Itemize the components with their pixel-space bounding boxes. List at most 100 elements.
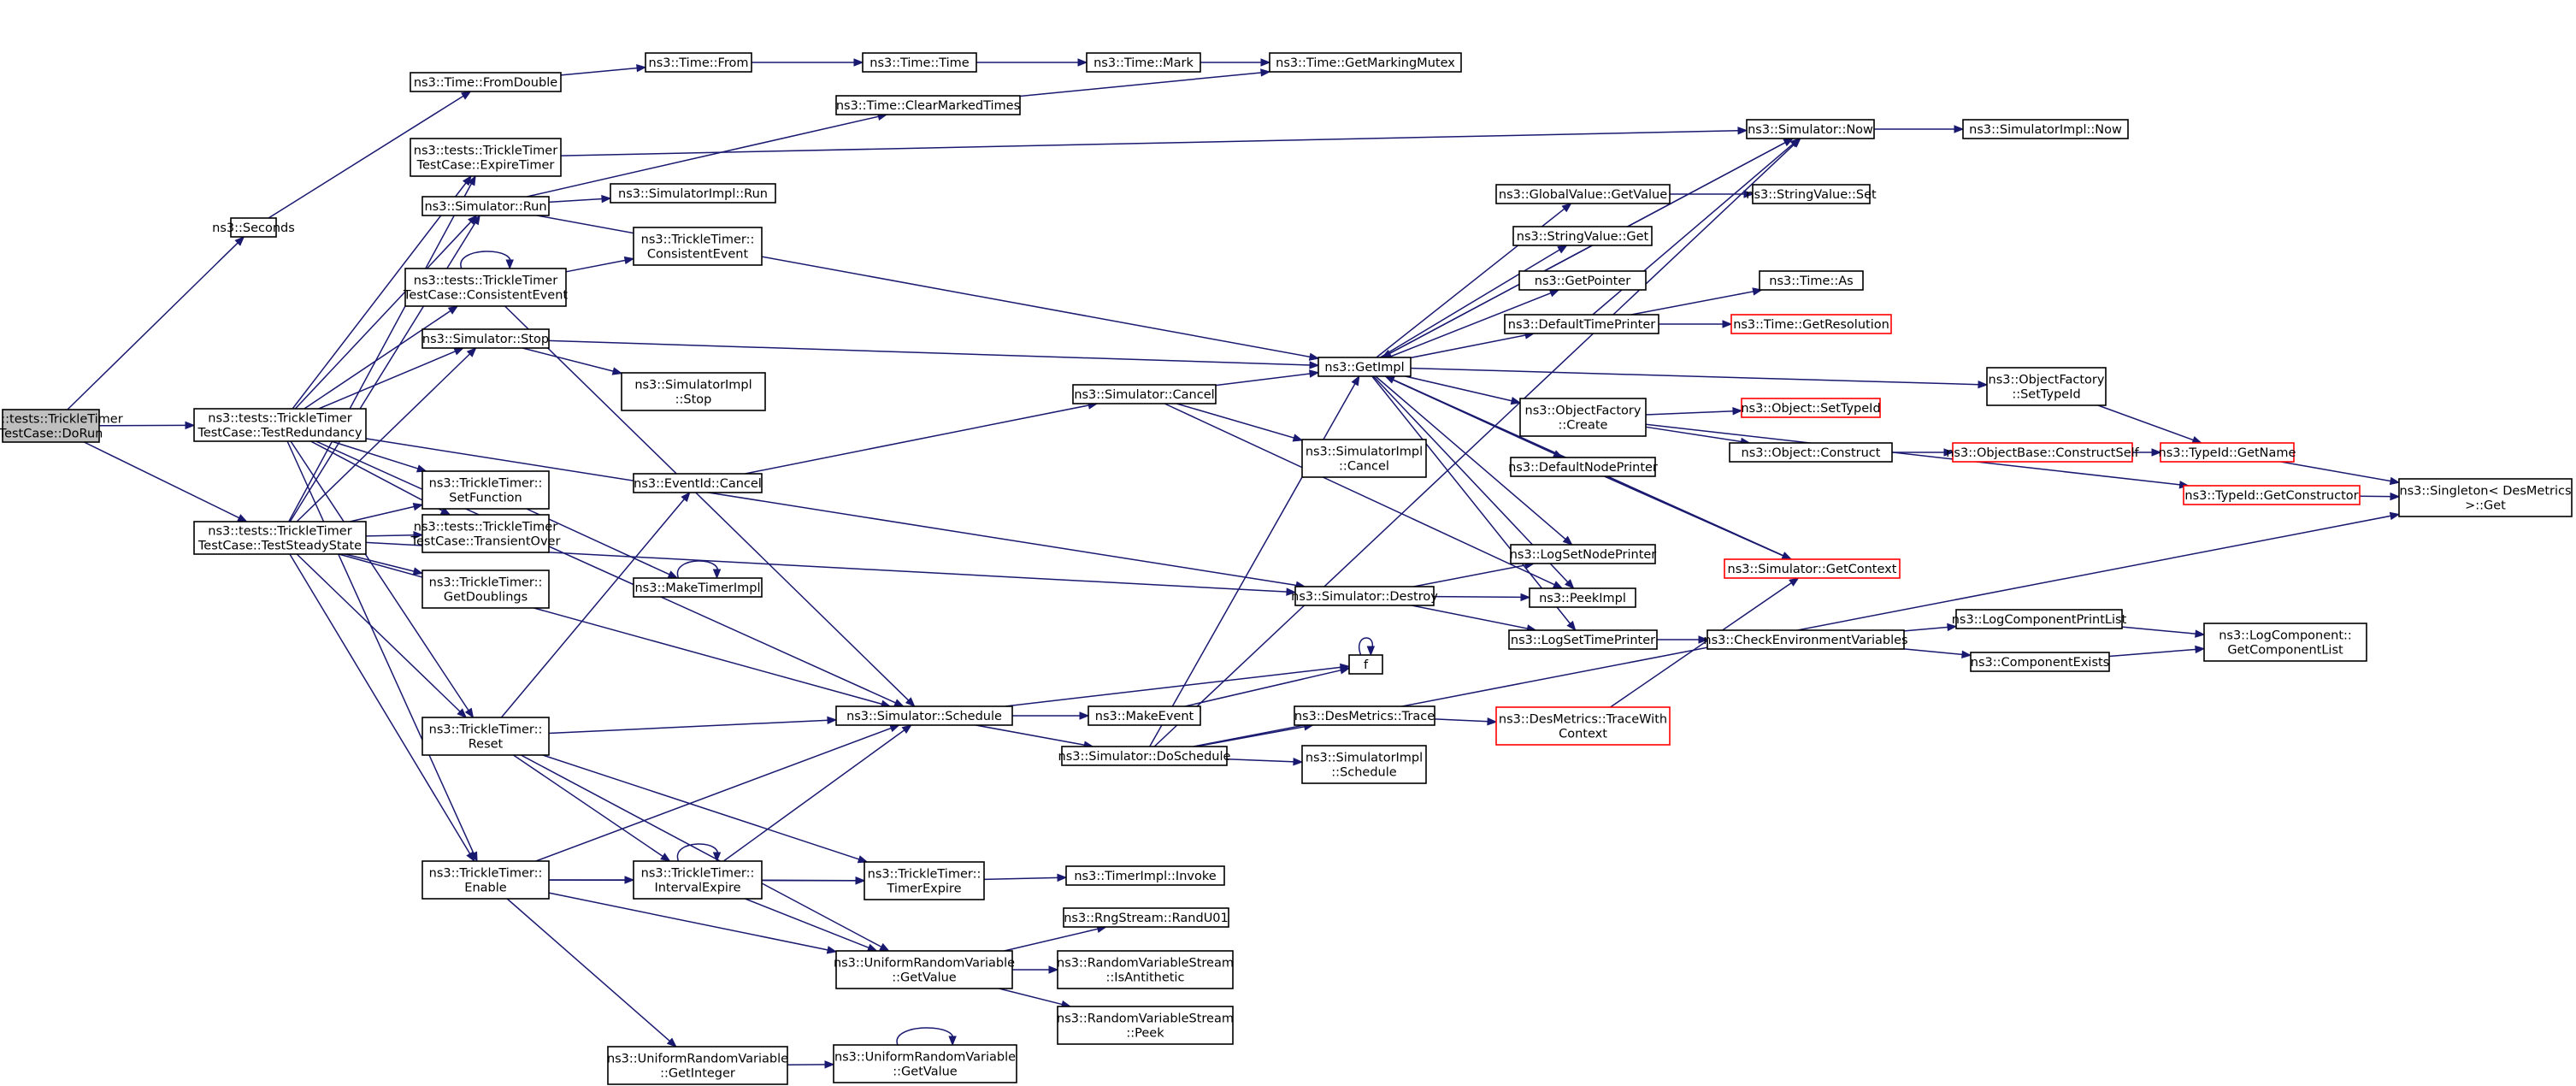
function-node-teststeadystate[interactable]: ns3::tests::TrickleTimerTestCase::TestSt… (193, 521, 367, 555)
function-node-singletonget[interactable]: ns3::Singleton< DesMetrics >::Get (2398, 478, 2573, 517)
call-edge-dorun-to-seconds (67, 236, 245, 410)
function-node-getdoublings[interactable]: ns3::TrickleTimer::GetDoublings (421, 570, 550, 609)
function-node-logcomponentprintlist[interactable]: ns3::LogComponentPrintList (1952, 609, 2127, 629)
function-node-logsetnodeprinter[interactable]: ns3::LogSetNodePrinter (1510, 544, 1657, 564)
node-label-line: ns3::tests::TrickleTimer (414, 145, 557, 158)
function-node-simgetcontext[interactable]: ns3::Simulator::GetContext (1724, 558, 1901, 579)
function-node-gvgetvalue[interactable]: ns3::GlobalValue::GetValue (1495, 184, 1671, 204)
call-edge-mark-to-getmarkingmutex (1200, 58, 1271, 67)
function-node-stringvalueset[interactable]: ns3::StringValue::Set (1746, 184, 1877, 204)
function-node-reset[interactable]: ns3::TrickleTimer::Reset (421, 717, 550, 756)
function-node-getcomponentlist[interactable]: ns3::LogComponent::GetComponentList (2203, 623, 2367, 662)
function-node-urvgetinteger[interactable]: ns3::UniformRandomVariable::GetInteger (607, 1046, 788, 1085)
node-label-line: ns3::Simulator::Now (1748, 123, 1873, 137)
function-node-simimplschedule[interactable]: ns3::SimulatorImpl::Schedule (1301, 745, 1427, 784)
function-node-isantithetic[interactable]: ns3::RandomVariableStream::IsAntithetic (1057, 950, 1234, 989)
node-box (410, 72, 562, 92)
function-node-randu01[interactable]: ns3::RngStream::RandU01 (1063, 907, 1229, 928)
function-node-ttconsistentevent[interactable]: ns3::TrickleTimer::ConsistentEvent (633, 227, 763, 266)
node-box (1510, 544, 1656, 564)
call-edge-checkenv-to-logcomponentprintlist (1903, 623, 1958, 632)
function-node-simschedule[interactable]: ns3::Simulator::Schedule (835, 705, 1013, 726)
function-node-ofcreate[interactable]: ns3::ObjectFactory::Create (1519, 398, 1647, 437)
node-box (1065, 865, 1225, 886)
function-node-setsettypeid[interactable]: ns3::Object::SetTypeId (1741, 398, 1881, 418)
function-node-getmarkingmutex[interactable]: ns3::Time::GetMarkingMutex (1269, 52, 1462, 73)
function-node-simcancel[interactable]: ns3::Simulator::Cancel (1072, 384, 1217, 404)
function-node-from[interactable]: ns3::Time::From (645, 52, 752, 73)
function-node-getimpl[interactable]: ns3::GetImpl (1317, 357, 1412, 377)
function-node-typeidgetconstructor[interactable]: ns3::TypeId::GetConstructor (2183, 485, 2361, 505)
node-box (1269, 52, 1462, 73)
function-node-defaulttimeprinter[interactable]: ns3::DefaultTimePrinter (1504, 314, 1659, 334)
function-node-destrace[interactable]: ns3::DesMetrics::Trace (1294, 705, 1435, 726)
function-node-enable[interactable]: ns3::TrickleTimer::Enable (421, 860, 550, 900)
function-node-timerimplinvoke[interactable]: ns3::TimerImpl::Invoke (1065, 865, 1225, 886)
function-node-transientover[interactable]: ns3::tests::TrickleTimerTestCase::Transi… (410, 514, 561, 553)
call-edge-consistentevent-to-simschedule (504, 305, 916, 707)
function-node-mark[interactable]: ns3::Time::Mark (1086, 52, 1201, 73)
call-edge-testredundancy-to-consistentevent (304, 305, 459, 410)
function-node-fromdouble[interactable]: ns3::Time::FromDouble (410, 72, 562, 92)
function-node-simimplstop[interactable]: ns3::SimulatorImpl::Stop (621, 372, 766, 411)
function-node-simnow[interactable]: ns3::Simulator::Now (1746, 119, 1875, 139)
function-node-constructself[interactable]: ns3::ObjectBase::ConstructSelf (1946, 442, 2140, 463)
function-node-seconds[interactable]: ns3::Seconds (212, 217, 295, 238)
call-edge-defaulttimeprinter-to-getresolution (1658, 320, 1733, 328)
function-node-eventidcancel[interactable]: ns3::EventId::Cancel (633, 473, 763, 493)
call-edge-from-to-timetime (752, 58, 864, 67)
function-node-simimplcancel[interactable]: ns3::SimulatorImpl::Cancel (1301, 439, 1427, 478)
node-box (1724, 558, 1901, 579)
function-node-simimplrun[interactable]: ns3::SimulatorImpl::Run (610, 183, 776, 204)
function-node-clearmarkedtimes[interactable]: ns3::Time::ClearMarkedTimes (835, 95, 1021, 115)
node-label-line: TestCase::TestRedundancy (197, 427, 363, 440)
function-nodes: ns3::tests::TrickleTimerTestCase::DoRunn… (0, 52, 2573, 1085)
function-node-objectconstruct[interactable]: ns3::Object::Construct (1729, 442, 1893, 463)
function-node-intervalexpire[interactable]: ns3::TrickleTimer::IntervalExpire (633, 860, 763, 900)
function-node-componentexists[interactable]: ns3::ComponentExists (1970, 652, 2110, 672)
function-node-simrun[interactable]: ns3::Simulator::Run (421, 196, 550, 216)
function-node-urvgetvalue2[interactable]: ns3::UniformRandomVariable::GetValue (833, 1044, 1017, 1083)
node-box (864, 861, 985, 900)
function-node-testredundancy[interactable]: ns3::tests::TrickleTimerTestCase::TestRe… (193, 408, 367, 442)
node-box (2183, 485, 2361, 505)
function-node-defaultnodeprinter[interactable]: ns3::DefaultNodePrinter (1508, 457, 1658, 477)
function-node-timetime[interactable]: ns3::Time::Time (862, 52, 977, 73)
node-box (421, 514, 550, 553)
call-edge-typeidgetname-to-singletonget (2280, 461, 2401, 486)
function-node-getpointer[interactable]: ns3::GetPointer (1518, 270, 1647, 291)
function-node-setfunction[interactable]: ns3::TrickleTimer::SetFunction (421, 470, 550, 510)
node-box (633, 577, 763, 598)
function-node-f[interactable]: f (1348, 654, 1383, 675)
function-node-makeevent[interactable]: ns3::MakeEvent (1088, 705, 1201, 726)
node-box (835, 705, 1013, 726)
function-node-logsettimeprinter[interactable]: ns3::LogSetTimePrinter (1508, 629, 1658, 650)
function-node-consistentevent[interactable]: ns3::tests::TrickleTimerTestCase::Consis… (403, 268, 568, 307)
node-label-line: ns3::MakeEvent (1095, 710, 1194, 723)
function-node-getresolution[interactable]: ns3::Time::GetResolution (1730, 314, 1892, 334)
function-node-expiretimer[interactable]: ns3::tests::TrickleTimerTestCase::Expire… (410, 138, 562, 177)
call-edge-doschedule-to-simnow (1153, 138, 1801, 747)
function-node-maketimerimpl[interactable]: ns3::MakeTimerImpl (633, 577, 763, 598)
function-node-urvgetvalue[interactable]: ns3::UniformRandomVariable::GetValue (834, 950, 1015, 989)
function-node-typeidgetname[interactable]: ns3::TypeId::GetName (2159, 442, 2296, 463)
function-node-peekimpl[interactable]: ns3::PeekImpl (1529, 587, 1636, 608)
function-node-stringvalueget[interactable]: ns3::StringValue::Get (1512, 226, 1653, 246)
function-node-rvspeek[interactable]: ns3::RandomVariableStream::Peek (1057, 1006, 1234, 1045)
function-node-ofsettypeid[interactable]: ns3::ObjectFactory::SetTypeId (1986, 367, 2107, 406)
function-node-doschedule[interactable]: ns3::Simulator::DoSchedule (1058, 746, 1231, 766)
function-node-timerexpire[interactable]: ns3::TrickleTimer::TimerExpire (864, 861, 985, 900)
function-node-checkenv[interactable]: ns3::CheckEnvironmentVariables (1703, 629, 1908, 650)
function-node-timeas[interactable]: ns3::Time::As (1759, 270, 1864, 291)
node-label-line: ns3::StringValue::Get (1517, 230, 1649, 244)
node-label-line: ns3::Time::GetResolution (1733, 318, 1889, 332)
function-node-simstop[interactable]: ns3::Simulator::Stop (421, 328, 550, 349)
node-label-line: f (1364, 658, 1369, 672)
node-label-line: ns3::RandomVariableStream (1057, 957, 1234, 971)
function-node-simdestroy[interactable]: ns3::Simulator::Destroy (1291, 586, 1438, 606)
function-node-simimplnow[interactable]: ns3::SimulatorImpl::Now (1962, 119, 2129, 139)
node-box (421, 570, 550, 609)
node-label-line: ns3::tests::TrickleTimer (414, 274, 557, 288)
